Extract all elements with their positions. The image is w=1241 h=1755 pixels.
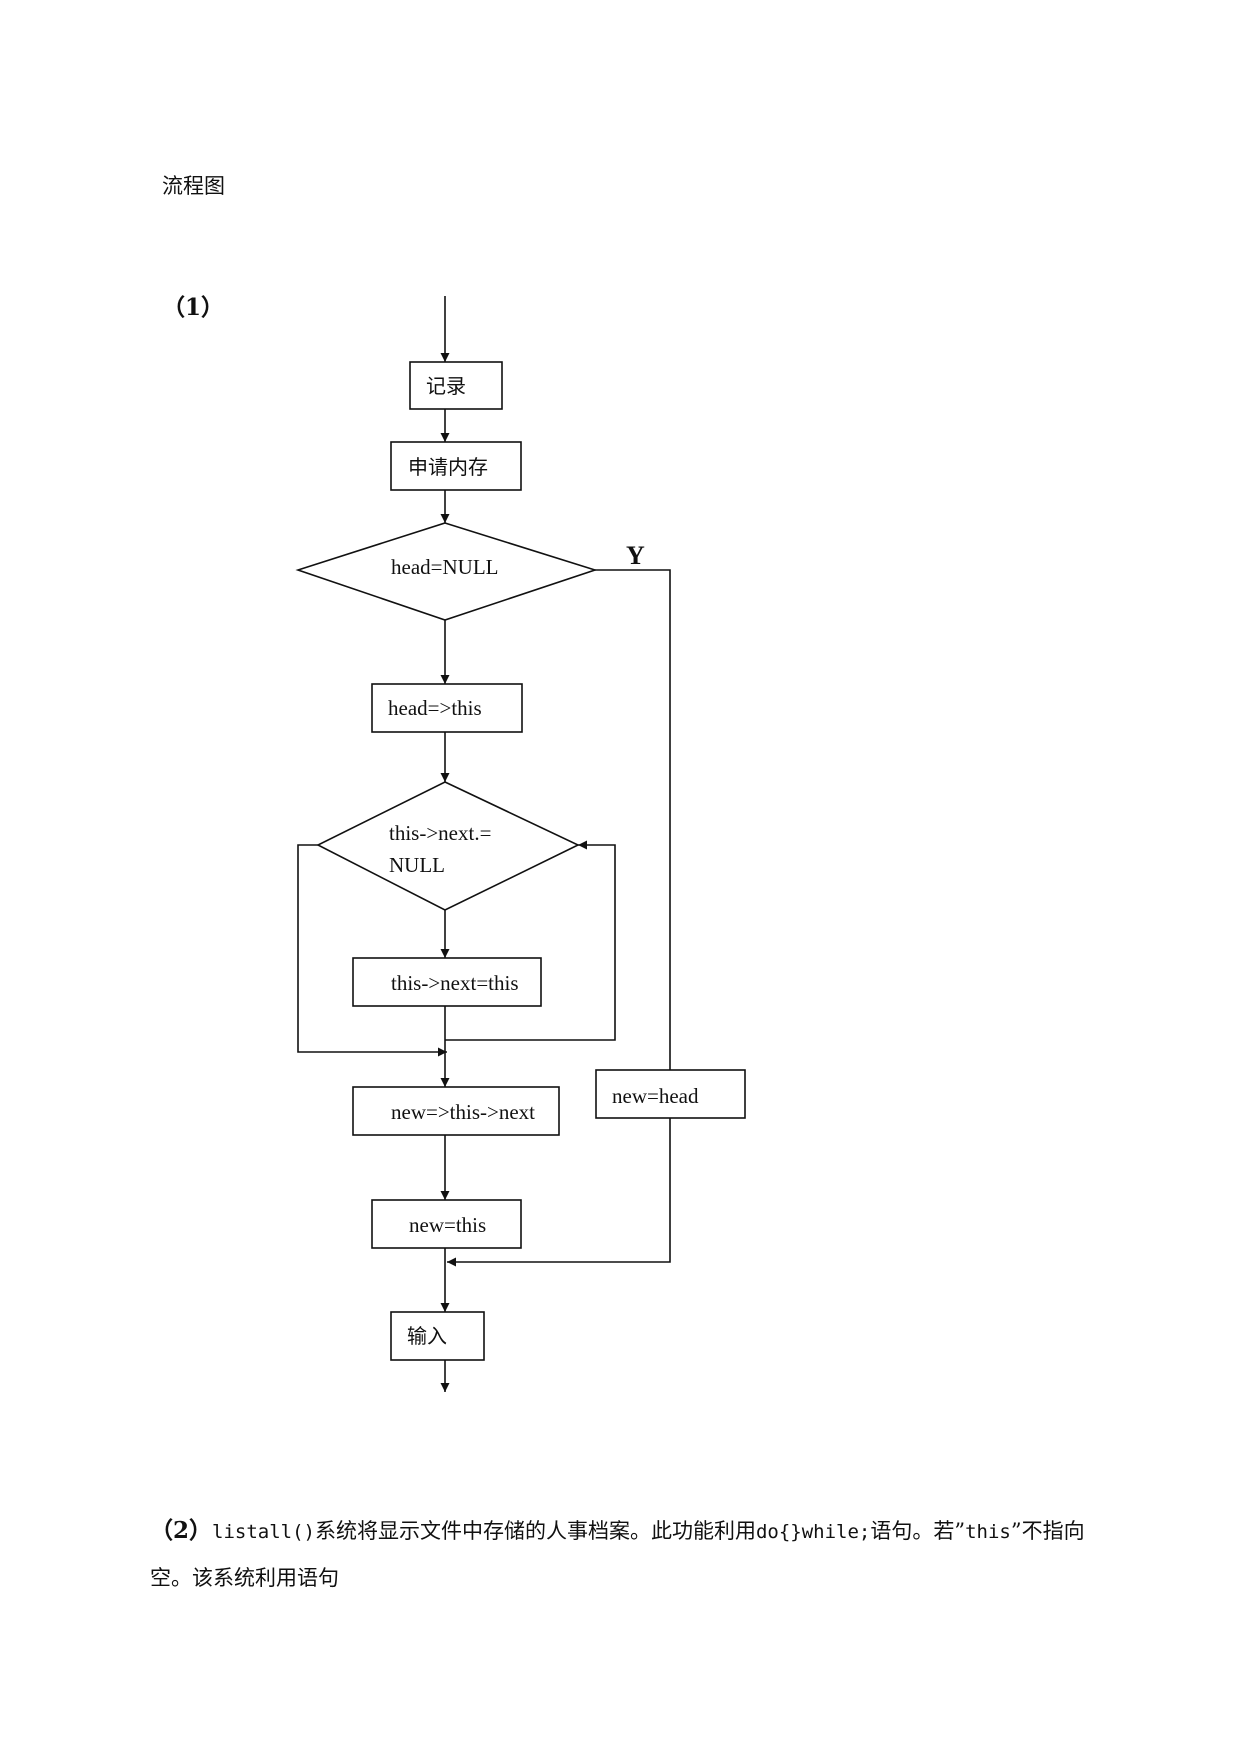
- label-new-head: new=head: [612, 1084, 699, 1108]
- label-new-next: new=>this->next: [391, 1100, 535, 1124]
- label-new-this: new=this: [409, 1213, 486, 1237]
- decision-head-null: [295, 522, 598, 621]
- box-head-this: [371, 683, 523, 733]
- label-next-this: this->next=this: [391, 971, 519, 995]
- code-listall: listall(): [212, 1521, 315, 1543]
- connector-loop-exit: [297, 844, 447, 1057]
- section-2-paragraph: （2）listall()系统将显示文件中存储的人事档案。此功能利用do{}whi…: [150, 1508, 1110, 1601]
- text-part-1: 系统将显示文件中存储的人事档案。此功能利用: [314, 1519, 756, 1543]
- label-cond-next-2: NULL: [389, 853, 445, 877]
- label-cond-head: head=NULL: [391, 555, 498, 579]
- connector-newhead-merge: [447, 1118, 671, 1267]
- connector-loop-back: [445, 840, 616, 1041]
- label-record: 记录: [426, 374, 466, 398]
- label-input: 输入: [407, 1324, 447, 1348]
- box-record: [409, 361, 503, 410]
- text-part-3: ”不指向空。该系统利用语句: [150, 1519, 1085, 1590]
- label-head-this: head=>this: [388, 696, 482, 720]
- decision-next-null: [316, 781, 580, 911]
- section-1-label: （1）: [162, 294, 225, 321]
- box-next-this: [352, 957, 542, 1007]
- code-this: this: [965, 1521, 1011, 1543]
- label-alloc: 申请内存: [408, 455, 488, 479]
- page-heading: 流程图: [162, 174, 225, 198]
- code-dowhile: do{}while;: [755, 1521, 871, 1543]
- connector-yes-branch: [595, 569, 671, 1070]
- box-new-this: [371, 1199, 522, 1249]
- box-new-next: [352, 1086, 560, 1136]
- box-new-head: [595, 1069, 746, 1119]
- box-alloc: [390, 441, 522, 491]
- box-input: [390, 1311, 485, 1361]
- text-part-2: 语句。若”: [870, 1519, 966, 1543]
- label-yes: Y: [626, 541, 645, 570]
- section-2-label: （2）: [150, 1517, 213, 1544]
- label-cond-next-1: this->next.=: [389, 821, 491, 845]
